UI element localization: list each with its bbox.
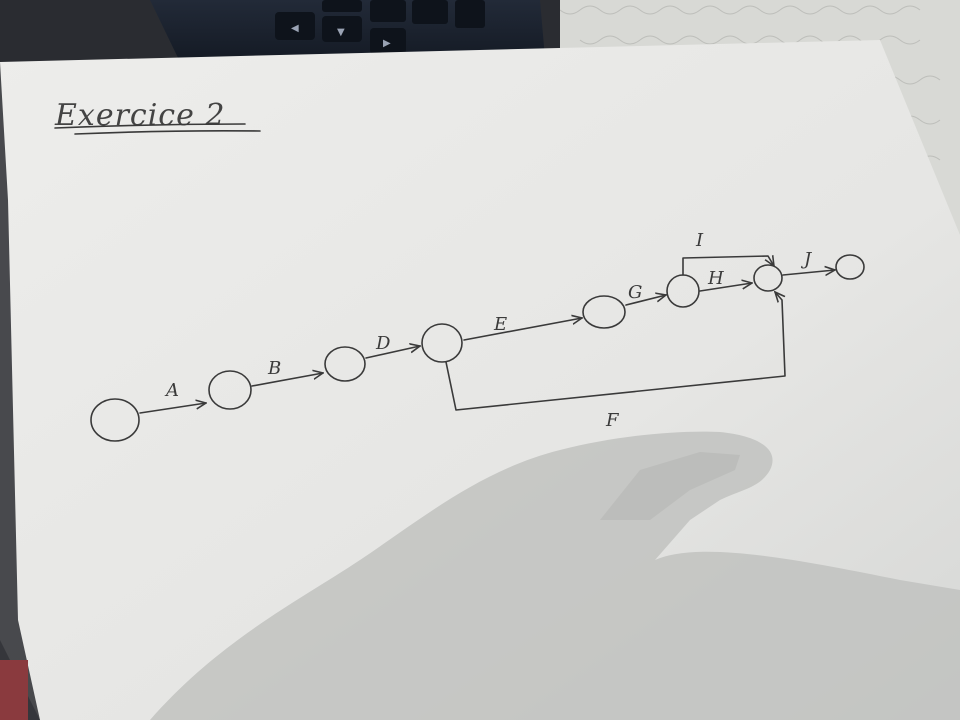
arrow-J [782,270,835,275]
arrow-B [251,373,323,387]
label-F: F [605,410,620,431]
label-G: G [628,282,642,303]
node-1 [90,398,140,442]
label-E: E [493,314,507,335]
arrow-H [699,283,752,292]
keyboard: ◀ ▼ ▶ [150,0,545,62]
network-diagram: A B D E G H I J F [90,230,865,442]
label-D: D [375,333,391,354]
red-cloth-corner [0,660,28,720]
svg-text:▼: ▼ [337,27,345,38]
arrow-A [139,403,206,414]
arrow-I [682,256,774,276]
label-A: A [164,380,179,401]
hand-shadow-finger [600,452,740,520]
hand-shadow [150,431,960,720]
label-J: J [800,249,813,270]
arrow-E [463,318,582,341]
svg-text:◀: ◀ [291,23,299,34]
label-I: I [695,230,704,251]
label-B: B [267,358,281,379]
node-5 [582,295,626,329]
node-4 [421,323,463,363]
table-edge [0,62,40,720]
title-underline [54,123,246,129]
title-underline-2 [74,130,261,135]
paper-sheet [0,40,960,720]
arrow-G [625,295,666,306]
node-2 [208,370,252,410]
svg-text:▶: ▶ [383,38,391,49]
label-H: H [707,268,724,289]
arrow-F [445,292,786,411]
arrow-D [365,346,420,359]
node-3 [324,346,366,382]
